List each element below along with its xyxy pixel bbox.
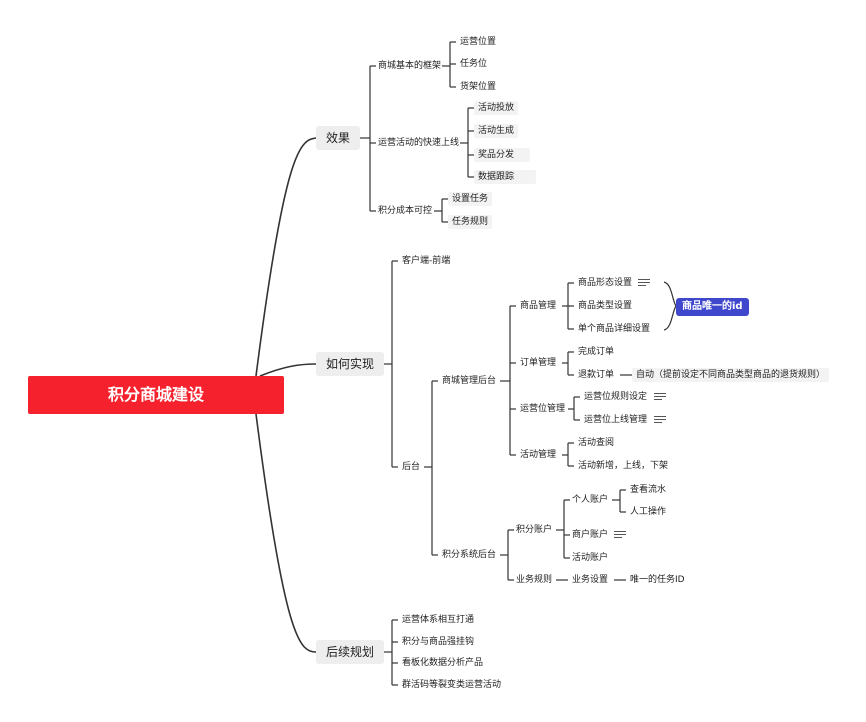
topic-goods-item[interactable]: 单个商品详细设置 <box>578 324 651 334</box>
topic-personal-item[interactable]: 查看流水 <box>630 485 667 495</box>
topic-activities-item[interactable]: 活动新增，上线，下架 <box>578 461 669 471</box>
topic-fast-launch[interactable]: 运营活动的快速上线 <box>378 138 460 148</box>
topic-activity-account[interactable]: 活动账户 <box>572 553 609 563</box>
topic-framework-item[interactable]: 货架位置 <box>460 82 497 92</box>
topic-framework-item[interactable]: 任务位 <box>460 59 488 69</box>
topic-mall-admin[interactable]: 商城管理后台 <box>442 376 497 386</box>
topic-ops-slots[interactable]: 运营位管理 <box>520 404 566 414</box>
topic-activities[interactable]: 活动管理 <box>520 450 557 460</box>
note-icon[interactable] <box>654 416 666 425</box>
branch-effect[interactable]: 效果 <box>316 126 360 150</box>
topic-ops-slots-item[interactable]: 运营位上线管理 <box>584 415 648 425</box>
topic-fast-launch-item[interactable]: 活动生成 <box>474 124 519 138</box>
topic-activities-item[interactable]: 活动查阅 <box>578 438 615 448</box>
root-topic[interactable]: 积分商城建设 <box>28 376 284 414</box>
topic-fast-launch-item[interactable]: 数据跟踪 <box>474 170 536 184</box>
topic-future-item[interactable]: 看板化数据分析产品 <box>402 658 484 668</box>
topic-ops-slots-item[interactable]: 运营位规则设定 <box>584 392 648 402</box>
goods-unique-id-tag[interactable]: 商品唯一的id <box>676 298 749 316</box>
topic-refund-detail[interactable]: 自动（提前设定不同商品类型商品的退货规则） <box>632 368 830 382</box>
topic-business-setting[interactable]: 业务设置 <box>572 575 609 585</box>
topic-points-admin[interactable]: 积分系统后台 <box>442 550 497 560</box>
note-icon[interactable] <box>654 393 666 402</box>
topic-framework-item[interactable]: 运营位置 <box>460 37 497 47</box>
topic-client[interactable]: 客户端-前端 <box>402 256 451 266</box>
topic-future-item[interactable]: 运营体系相互打通 <box>402 615 475 625</box>
topic-orders-item[interactable]: 完成订单 <box>578 347 615 357</box>
topic-future-item[interactable]: 群活码等裂变类运营活动 <box>402 680 502 690</box>
note-icon[interactable] <box>614 531 626 540</box>
topic-cost-item[interactable]: 设置任务 <box>448 192 493 206</box>
topic-backend[interactable]: 后台 <box>402 462 421 472</box>
topic-goods[interactable]: 商品管理 <box>520 301 557 311</box>
topic-orders[interactable]: 订单管理 <box>520 358 557 368</box>
branch-implement[interactable]: 如何实现 <box>316 352 384 376</box>
topic-points-accounts[interactable]: 积分账户 <box>516 525 553 535</box>
topic-goods-item[interactable]: 商品类型设置 <box>578 301 633 311</box>
branch-future[interactable]: 后续规划 <box>316 640 384 664</box>
topic-framework[interactable]: 商城基本的框架 <box>378 61 442 71</box>
topic-cost-item[interactable]: 任务规则 <box>448 215 493 229</box>
topic-orders-item[interactable]: 退款订单 <box>578 370 615 380</box>
topic-personal-account[interactable]: 个人账户 <box>572 495 609 505</box>
topic-goods-item[interactable]: 商品形态设置 <box>578 278 633 288</box>
note-icon[interactable] <box>638 279 650 288</box>
topic-fast-launch-item[interactable]: 奖品分发 <box>474 148 530 162</box>
topic-future-item[interactable]: 积分与商品强挂钩 <box>402 637 475 647</box>
topic-merchant-account[interactable]: 商户账户 <box>572 530 609 540</box>
topic-unique-task-id[interactable]: 唯一的任务ID <box>630 575 685 585</box>
topic-business-rules[interactable]: 业务规则 <box>516 575 553 585</box>
topic-personal-item[interactable]: 人工操作 <box>630 507 667 517</box>
topic-cost[interactable]: 积分成本可控 <box>378 206 433 216</box>
topic-fast-launch-item[interactable]: 活动投放 <box>474 101 519 115</box>
